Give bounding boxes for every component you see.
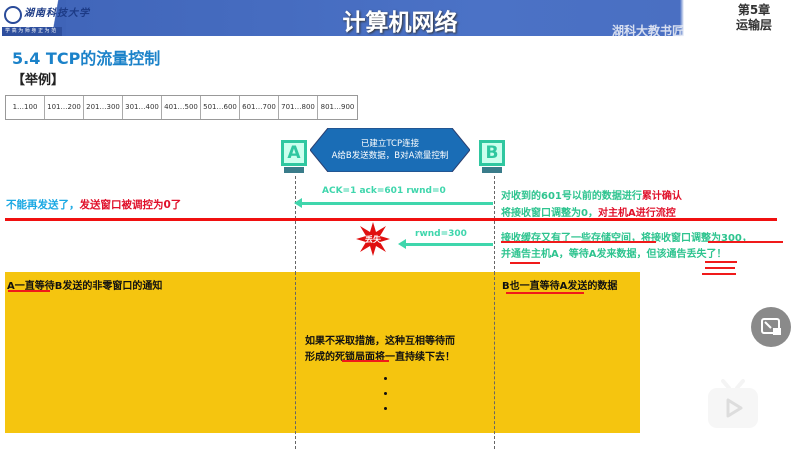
host-b-stand xyxy=(482,167,502,173)
chapter-label: 第5章运输层 xyxy=(736,3,772,33)
rwnd-note-line-1: 接收缓存又有了一些存储空间，将接收窗口调整为300， xyxy=(501,233,752,244)
segment-cell: 601…700 xyxy=(240,96,279,119)
segment-cell: 301…400 xyxy=(123,96,162,119)
segment-cell: 501…600 xyxy=(201,96,240,119)
logo-motto: 学 高 为 师 身 正 为 范 xyxy=(2,27,62,36)
banner-line-1: 已建立TCP连接 xyxy=(360,139,420,149)
segment-cell: 401…500 xyxy=(162,96,201,119)
lost-label: 丢失 xyxy=(365,235,381,244)
a-waiting-note: A一直等待B发送的非零窗口的通知 xyxy=(7,281,163,292)
note-part: 对主机A进行流控 xyxy=(597,208,676,219)
annotation-underline xyxy=(510,262,540,264)
ack-label: ACK=1 ack=601 rwnd=0 xyxy=(322,186,446,196)
note-part: 不能再发送了， xyxy=(6,199,80,211)
host-b-icon: B xyxy=(479,140,505,166)
ellipsis-dot xyxy=(384,377,387,380)
double-arrow-icon xyxy=(310,128,470,172)
logo-text: 湖南科技大学 xyxy=(24,8,90,19)
rwnd-arrow xyxy=(398,239,493,249)
host-b-timeline-overlay xyxy=(494,272,495,449)
segment-cell: 101…200 xyxy=(45,96,84,119)
banner-line-2: A给B发送数据，B对A流量控制 xyxy=(331,151,449,161)
university-logo: 湖南科技大学 学 高 为 师 身 正 为 范 xyxy=(0,0,89,36)
segment-table: 1…100 101…200 201…300 301…400 401…500 50… xyxy=(5,95,358,120)
segment-cell: 701…800 xyxy=(279,96,318,119)
segment-cell: 201…300 xyxy=(84,96,123,119)
annotation-underline xyxy=(702,273,736,275)
b-waiting-note: B也一直等待A发送的数据 xyxy=(502,281,618,292)
pip-button[interactable] xyxy=(751,307,791,347)
watermark: 湖科大教书匠 xyxy=(612,24,685,38)
section-title: 5.4 TCP的流量控制 xyxy=(12,49,161,68)
lost-burst-icon xyxy=(356,222,390,256)
deadlock-note-line-1: 如果不采取措施，这种互相等待而 xyxy=(305,336,455,347)
host-a-stand xyxy=(284,167,304,173)
annotation-underline xyxy=(342,360,389,362)
example-label: 【举例】 xyxy=(12,73,65,88)
ack-note-line-1: 对收到的601号以前的数据进行累计确认 xyxy=(501,187,682,202)
annotation-underline xyxy=(501,241,656,243)
slide-header-title: 计算机网络 xyxy=(342,10,458,36)
note-part: 将接收窗口调整为0， xyxy=(501,208,598,219)
ellipsis-dot xyxy=(384,392,387,395)
rwnd-note-line-2: 并通告主机A，等待A发来数据，但该通告丢失了！ xyxy=(501,249,727,260)
chapter-name: 运输层 xyxy=(736,18,773,32)
ack-note-line-2: 将接收窗口调整为0，对主机A进行流控 xyxy=(501,204,676,219)
seal-icon xyxy=(4,6,22,24)
note-part: 累计确认 xyxy=(641,191,682,202)
annotation-underline xyxy=(708,241,783,243)
annotation-underline xyxy=(8,290,50,292)
note-part: 对收到的601号以前的数据进行 xyxy=(501,191,642,202)
host-a-timeline-overlay xyxy=(295,272,296,449)
annotation-underline xyxy=(506,292,584,294)
segment-cell: 1…100 xyxy=(6,96,45,119)
annotation-underline xyxy=(705,267,735,269)
tv-play-icon[interactable] xyxy=(705,376,761,432)
sender-blocked-note: 不能再发送了，发送窗口被调控为0了 xyxy=(6,197,181,212)
connection-banner: 已建立TCP连接 A给B发送数据，B对A流量控制 xyxy=(310,128,470,172)
segment-cell: 801…900 xyxy=(320,103,355,111)
annotation-underline xyxy=(705,261,737,263)
deadlock-note-line-2: 形成的死锁局面将一直持续下去！ xyxy=(305,352,455,363)
header-bar xyxy=(0,0,800,36)
ellipsis-dot xyxy=(384,407,387,410)
host-a-icon: A xyxy=(281,140,307,166)
divider-line xyxy=(5,218,777,221)
deadlock-panel xyxy=(5,272,640,433)
banner-text: 已建立TCP连接 A给B发送数据，B对A流量控制 xyxy=(310,138,470,162)
pip-icon xyxy=(761,318,781,335)
chapter-number: 第5章 xyxy=(737,3,771,17)
rwnd-label: rwnd=300 xyxy=(415,229,467,239)
ack-arrow xyxy=(294,198,493,208)
note-part: 发送窗口被调控为0了 xyxy=(79,199,182,211)
